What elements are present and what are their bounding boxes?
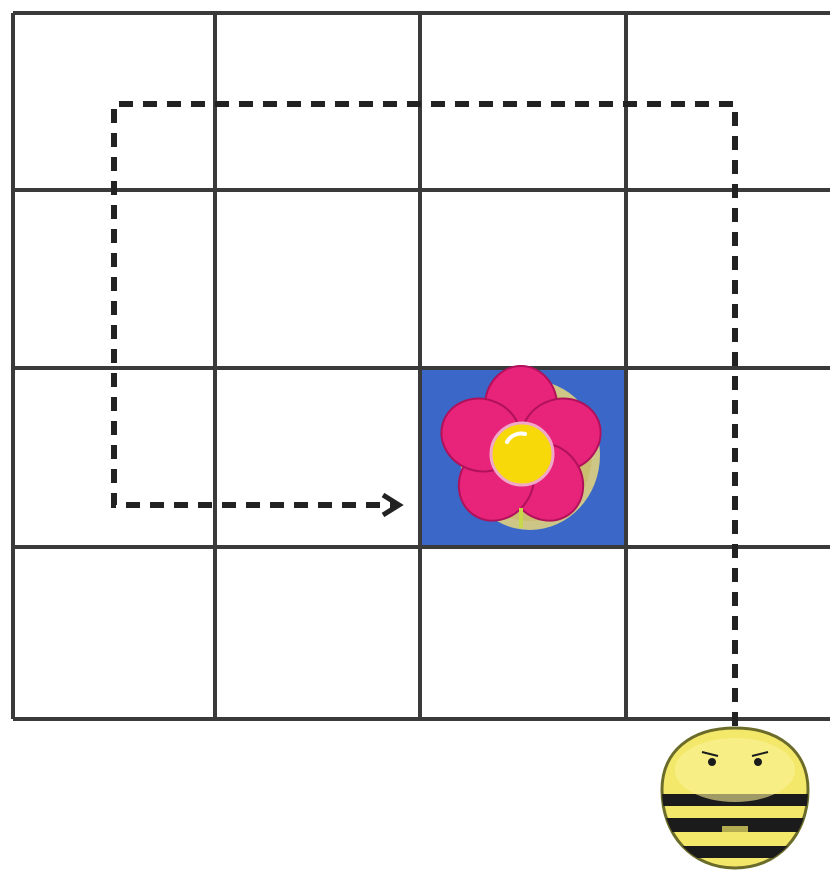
bee-stripe-3 xyxy=(655,846,815,858)
bee-eye-right xyxy=(754,758,762,766)
bee-eye-left xyxy=(708,758,716,766)
bee-bot-icon xyxy=(655,728,815,868)
